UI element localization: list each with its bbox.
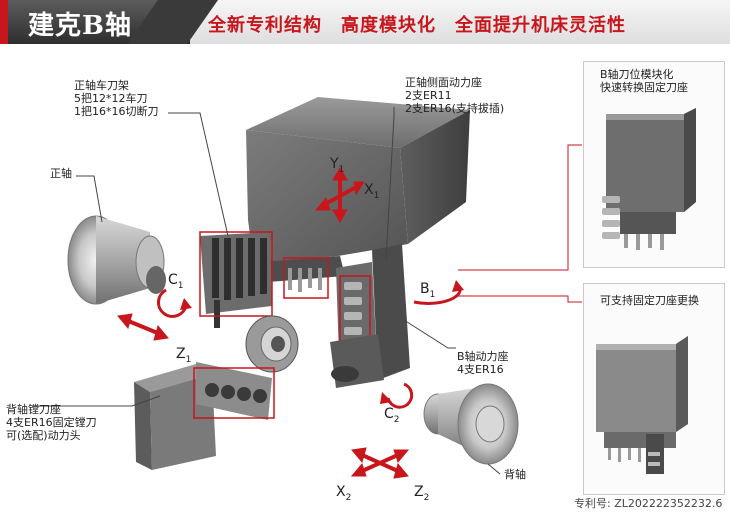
c1-rotation-arrow xyxy=(156,288,192,318)
back-boring-seat-title: 背轴镗刀座 xyxy=(6,403,61,416)
main-tool-rest-spec-2: 1把16*16切断刀 xyxy=(74,105,159,118)
modular-seat-drawing xyxy=(602,108,696,250)
b-axis-power-seat xyxy=(330,244,410,388)
back-spindle-label: 背轴 xyxy=(504,468,526,481)
main-spindle-label: 正轴 xyxy=(50,167,72,180)
b-axis-head xyxy=(246,97,470,282)
axis-x2-label: X2 xyxy=(336,484,352,503)
side-power-seat-spec-2: 2支ER16(支持拔插) xyxy=(405,102,505,115)
z1-double-arrow xyxy=(117,313,169,341)
modular-seat-panel-title: B轴刀位模块化 快速转换固定刀座 xyxy=(600,68,688,94)
page-title: 建克B轴 xyxy=(28,11,132,41)
page-slogan: 全新专利结构 高度模块化 全面提升机床灵活性 xyxy=(208,15,626,36)
back-boring-seat xyxy=(134,362,275,470)
axis-y1-label: Y1 xyxy=(330,156,345,175)
side-power-tools xyxy=(283,257,329,299)
modular-seat-panel-title-line-1: B轴刀位模块化 xyxy=(600,68,674,81)
x2-z2-cross-arrows xyxy=(350,447,410,479)
b-seat-collets xyxy=(344,282,362,335)
modular-seat-panel: B轴刀位模块化 快速转换固定刀座 xyxy=(583,61,725,268)
axis-b1-label: B1 xyxy=(420,281,436,300)
modular-seat-panel-title-line-2: 快速转换固定刀座 xyxy=(600,81,688,94)
leader-lines xyxy=(32,107,582,475)
side-power-seat-label: 正轴侧面动力座 2支ER11 2支ER16(支持拔插) xyxy=(405,76,504,115)
axis-c1-label: C1 xyxy=(168,272,184,291)
side-power-seat-title: 正轴侧面动力座 xyxy=(405,76,482,89)
axis-x1-label: X1 xyxy=(364,182,380,201)
b1-rotation-arrow xyxy=(413,280,464,305)
axis-z2-label: Z2 xyxy=(414,484,430,503)
side-power-seat-spec-1: 2支ER11 xyxy=(405,89,452,102)
back-boring-seat-label: 背轴镗刀座 4支ER16固定镗刀 可(选配)动力头 xyxy=(6,403,97,442)
b-power-seat-title: B轴动力座 xyxy=(457,350,509,363)
b-power-seat-label: B轴动力座 4支ER16 xyxy=(457,350,509,376)
fixed-seat-panel: 可支持固定刀座更换 xyxy=(583,283,725,495)
axis-z1-label: Z1 xyxy=(176,346,192,365)
b-power-seat-spec: 4支ER16 xyxy=(457,363,504,376)
back-boring-seat-spec-2: 可(选配)动力头 xyxy=(6,429,81,442)
main-tool-rest xyxy=(199,231,273,328)
fixed-seat-drawing xyxy=(596,336,688,474)
fixed-seat-panel-title: 可支持固定刀座更换 xyxy=(600,294,699,307)
axis-c2-label: C2 xyxy=(384,406,400,425)
c2-rotation-arrow xyxy=(380,382,414,409)
header-bar xyxy=(190,0,730,44)
patent-number: 专利号: ZL202222352232.6 xyxy=(574,497,723,510)
y1-x1-cross-arrows xyxy=(314,167,365,223)
header-accent xyxy=(0,0,8,44)
chuck-disc xyxy=(245,315,299,373)
main-spindle xyxy=(67,215,166,305)
back-boring-seat-spec-1: 4支ER16固定镗刀 xyxy=(6,416,97,429)
back-spindle xyxy=(423,383,519,465)
main-tool-rest-label: 正轴车刀架 5把12*12车刀 1把16*16切断刀 xyxy=(74,79,159,118)
main-tool-rest-title: 正轴车刀架 xyxy=(74,79,129,92)
main-tool-rest-spec-1: 5把12*12车刀 xyxy=(74,92,148,105)
